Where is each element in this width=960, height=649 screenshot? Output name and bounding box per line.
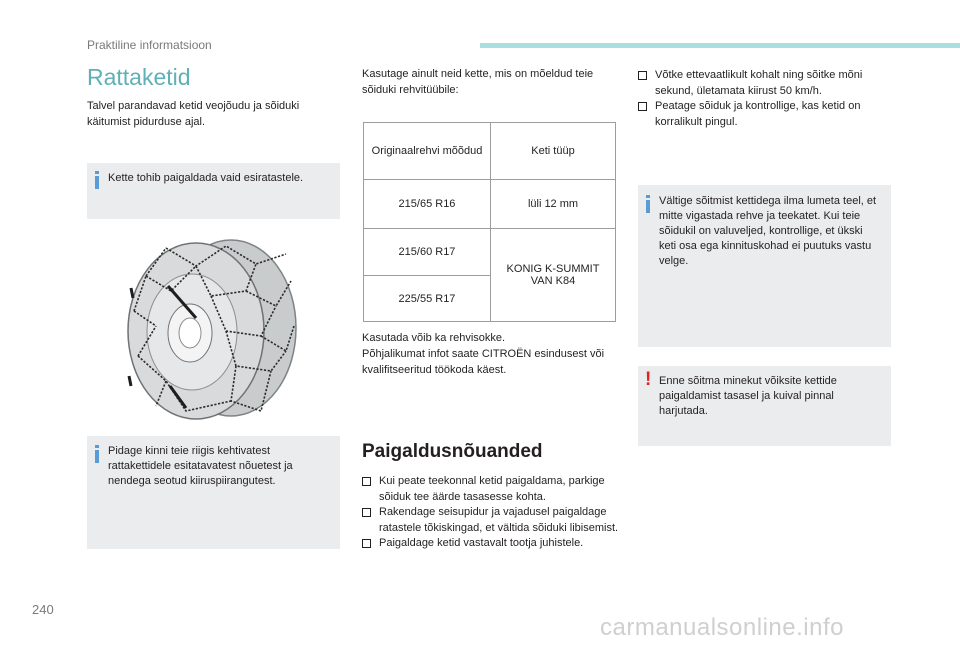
- section-header: Praktiline informatsioon: [87, 38, 212, 52]
- info-note-text: Vältige sõitmist kettidega ilma lumeta t…: [659, 195, 877, 267]
- after-table-text: Kasutada võib ka rehvisokke. Põhjalikuma…: [362, 330, 622, 378]
- table-cell-chain: lüli 12 mm: [490, 179, 616, 229]
- page-number: 240: [32, 602, 54, 617]
- warning-note-practice: ! Enne sõitma minekut võiksite kettide p…: [638, 366, 891, 446]
- info-note-regulations: Pidage kinni teie riigis kehtivatest rat…: [87, 436, 340, 549]
- info-bar: [646, 200, 650, 213]
- list-item: Peatage sõiduk ja kontrollige, kas ketid…: [638, 99, 888, 130]
- tire-chain-icon: [127, 239, 297, 420]
- checkbox-icon: [362, 477, 371, 486]
- list-item: Võtke ettevaatlikult kohalt ning sõitke …: [638, 68, 888, 99]
- warning-icon: !: [645, 369, 652, 390]
- warning-note-text: Enne sõitma minekut võiksite kettide pai…: [659, 375, 837, 417]
- info-note-text: Pidage kinni teie riigis kehtivatest rat…: [108, 445, 293, 487]
- checkbox-icon: [362, 508, 371, 517]
- list-item: Kui peate teekonnal ketid paigaldama, pa…: [362, 474, 620, 505]
- page-title: Rattaketid: [87, 64, 191, 90]
- info-note-no-snow: Vältige sõitmist kettidega ilma lumeta t…: [638, 185, 891, 347]
- install-bullet-list: Kui peate teekonnal ketid paigaldama, pa…: [362, 474, 620, 552]
- info-bar: [95, 450, 99, 463]
- list-item: Rakendage seisupidur ja vajadusel paigal…: [362, 505, 620, 536]
- dealer-info-text: Põhjalikumat infot saate CITROËN esindus…: [362, 348, 605, 376]
- list-item: Paigaldage ketid vastavalt tootja juhist…: [362, 536, 620, 552]
- info-bar-dot: [95, 171, 99, 174]
- drive-check-bullet-list: Võtke ettevaatlikult kohalt ning sõitke …: [638, 68, 888, 130]
- table-header-chain-type: Keti tüüp: [490, 122, 616, 180]
- chain-usage-text: Kasutage ainult neid kette, mis on mõeld…: [362, 68, 594, 96]
- table-cell-size: 225/55 R17: [363, 275, 491, 322]
- table-cell-size: 215/60 R17: [363, 228, 491, 276]
- info-bar-dot: [95, 445, 99, 448]
- header-accent-bar: [480, 43, 960, 48]
- intro-text: Talvel parandavad ketid veojõudu ja sõid…: [87, 100, 300, 128]
- info-bar: [95, 176, 99, 189]
- table-cell-chain-merged: KONIG K-SUMMIT VAN K84: [490, 228, 616, 322]
- info-note-front-wheels: Kette tohib paigaldada vaid esiratastele…: [87, 163, 340, 219]
- checkbox-icon: [638, 71, 647, 80]
- tire-chain-table: Originaalrehvi mõõdud Keti tüüp 215/65 R…: [363, 122, 616, 322]
- tire-chain-illustration: [126, 236, 301, 426]
- watermark: carmanualsonline.info: [600, 614, 844, 641]
- checkbox-icon: [362, 539, 371, 548]
- info-note-text: Kette tohib paigaldada vaid esiratastele…: [108, 172, 304, 184]
- table-cell-size: 215/65 R16: [363, 179, 491, 229]
- info-bar-dot: [646, 195, 650, 198]
- checkbox-icon: [638, 102, 647, 111]
- install-heading: Paigaldusnõuanded: [362, 441, 543, 462]
- table-header-tire-size: Originaalrehvi mõõdud: [363, 122, 491, 180]
- snow-socks-text: Kasutada võib ka rehvisokke.: [362, 332, 506, 344]
